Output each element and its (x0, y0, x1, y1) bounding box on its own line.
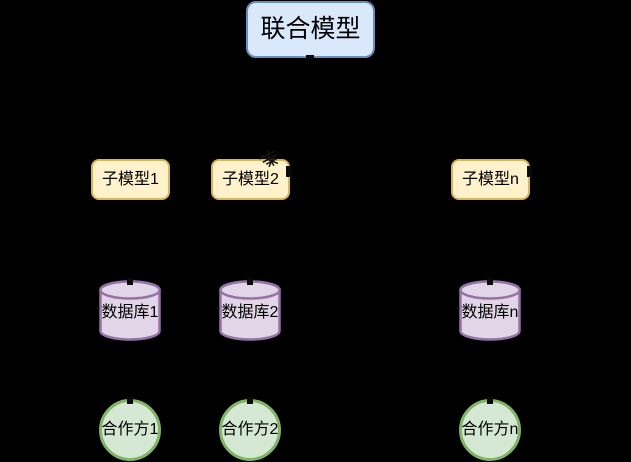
connector-stub (127, 397, 133, 404)
database-n-cylinder: 数据库n (459, 280, 521, 341)
partner-1-label: 合作方1 (101, 421, 159, 438)
partner-1-node: 合作方1 (99, 399, 161, 461)
connector-stub (487, 397, 493, 404)
scribble-mark-icon (257, 145, 283, 172)
connector-stub (487, 278, 493, 285)
partner-2-node: 合作方2 (219, 399, 281, 461)
database-1-label: 数据库1 (101, 303, 159, 321)
connector-stub (306, 55, 314, 60)
database-2-label: 数据库2 (221, 303, 279, 321)
federated-model-label: 联合模型 (260, 15, 361, 43)
submodel-2-label: 子模型2 (222, 170, 279, 188)
submodel-n-node: 子模型n (451, 159, 530, 200)
database-icon (219, 280, 281, 341)
connector-stub (247, 278, 253, 285)
partner-2-label: 合作方2 (221, 421, 279, 438)
submodel-2-node: 子模型2 (211, 159, 290, 200)
database-1-cylinder: 数据库1 (99, 280, 161, 341)
connector-stub (247, 397, 253, 404)
connector-stub (527, 166, 532, 177)
submodel-1-label: 子模型1 (102, 170, 159, 188)
partner-n-label: 合作方n (461, 421, 519, 438)
partner-n-node: 合作方n (459, 399, 521, 461)
database-n-label: 数据库n (461, 303, 519, 321)
database-icon (459, 280, 521, 341)
submodel-1-node: 子模型1 (91, 159, 170, 200)
connector-stub (127, 278, 133, 285)
database-2-cylinder: 数据库2 (219, 280, 281, 341)
submodel-n-label: 子模型n (462, 170, 519, 188)
federated-model-node: 联合模型 (246, 1, 375, 58)
connector-stub (286, 166, 291, 177)
